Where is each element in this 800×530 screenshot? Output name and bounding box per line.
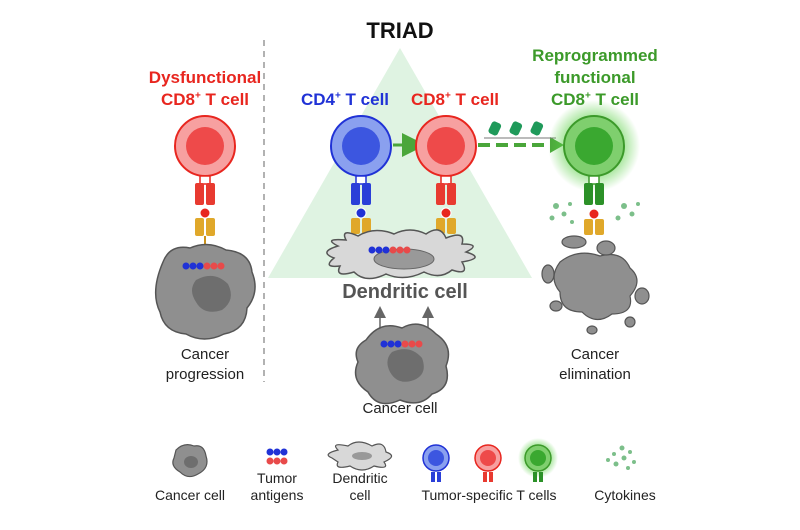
legend-t-cell-green-icon xyxy=(518,438,558,482)
legend-cytokines-icon xyxy=(606,446,636,471)
dysfunctional-cd8-t-cell xyxy=(175,116,235,184)
dysfunctional-label-line1: Dysfunctional xyxy=(125,68,285,88)
legend-dendritic-cell-icon xyxy=(328,442,391,470)
legend-tumor-antigens-icon xyxy=(267,449,288,465)
legend-dendritic-line1: Dendritic xyxy=(320,470,400,487)
dendritic-cell-label: Dendritic cell xyxy=(330,280,480,304)
cancer-elimination-line2: elimination xyxy=(545,366,645,384)
reprogrammed-label-line2: functional xyxy=(510,68,680,88)
reprogrammed-label-line1: Reprogrammed xyxy=(510,46,680,66)
dysfunctional-label-line2: CD8+ T cell xyxy=(125,90,285,110)
cancer-cell-center xyxy=(356,324,449,403)
cd8-label: CD8+ T cell xyxy=(400,90,510,110)
tcr-receptor-left xyxy=(195,183,215,248)
cancer-elimination-line1: Cancer xyxy=(545,346,645,364)
legend-cancer-cell-label: Cancer cell xyxy=(140,487,240,504)
cancer-cell-left xyxy=(156,244,255,339)
triad-title: TRIAD xyxy=(362,18,438,44)
legend-cancer-cell-icon xyxy=(173,445,207,477)
cd4-label: CD4+ T cell xyxy=(290,90,400,110)
reprogrammed-label-line3: CD8+ T cell xyxy=(510,90,680,110)
legend-tumor-antigens-line2: antigens xyxy=(237,487,317,504)
legend-t-cell-blue-icon xyxy=(423,445,449,482)
legend-tumor-antigens-line1: Tumor xyxy=(237,470,317,487)
cancer-progression-line2: progression xyxy=(155,366,255,384)
legend-dendritic-line2: cell xyxy=(320,487,400,504)
cancer-progression-line1: Cancer xyxy=(155,346,255,364)
legend-cytokines-label: Cytokines xyxy=(580,487,670,504)
cancer-cell-label: Cancer cell xyxy=(340,400,460,418)
legend-t-cell-red-icon xyxy=(475,445,501,482)
cancer-cell-fragments xyxy=(542,236,649,334)
legend-t-cells-label: Tumor-specific T cells xyxy=(404,487,574,504)
